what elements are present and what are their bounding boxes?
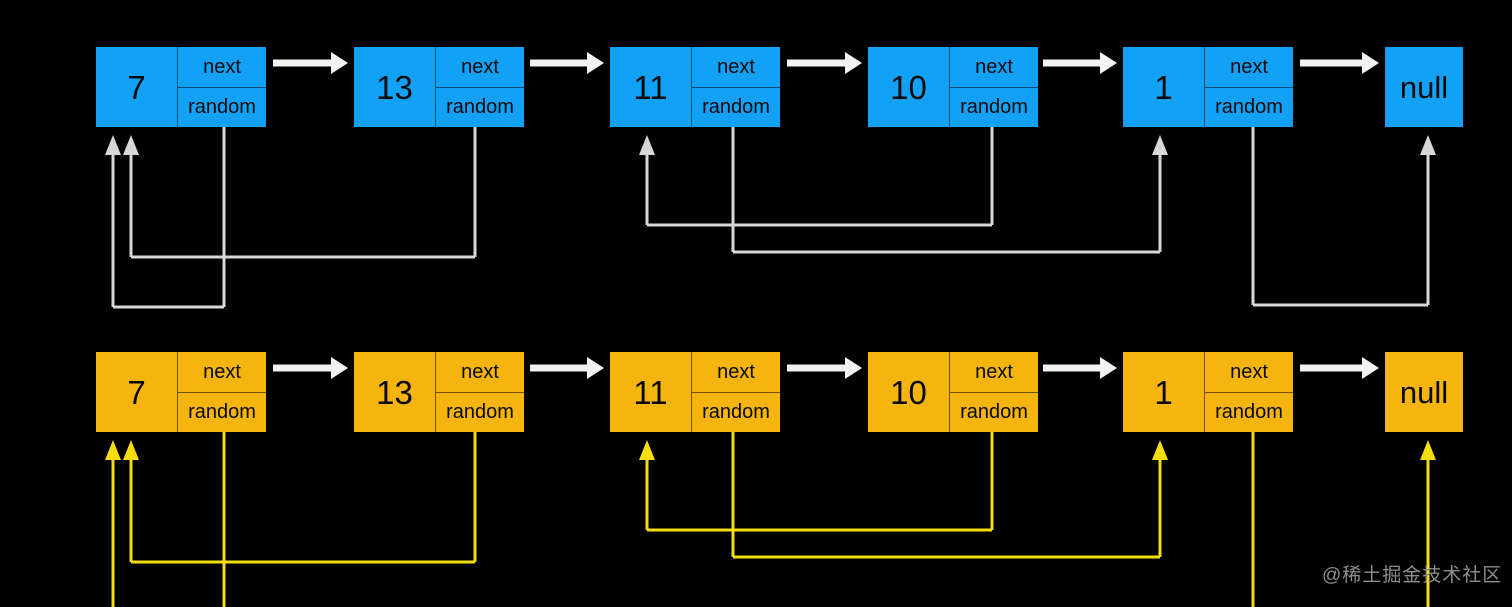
node-pointer-fields: next random bbox=[435, 352, 524, 432]
next-arrow bbox=[787, 52, 862, 74]
node-next-label: next bbox=[950, 352, 1038, 393]
node-value: 13 bbox=[376, 68, 413, 106]
node-next-label: next bbox=[436, 47, 524, 88]
node-pointer-fields: next random bbox=[691, 352, 780, 432]
node-next-label: next bbox=[1205, 47, 1293, 88]
node-next-label: next bbox=[178, 352, 266, 393]
random-arrow-head bbox=[1420, 440, 1436, 460]
node-random-label: random bbox=[188, 96, 256, 119]
node-pointer-fields: next random bbox=[435, 47, 524, 127]
node-next-label: next bbox=[178, 47, 266, 88]
node-random-label: random bbox=[960, 401, 1028, 424]
random-arrow-head bbox=[123, 440, 139, 460]
next-arrow-head bbox=[1362, 357, 1379, 379]
next-arrow bbox=[1300, 357, 1379, 379]
node-value: 11 bbox=[633, 68, 668, 106]
random-arrow-head bbox=[1152, 135, 1168, 155]
next-arrow bbox=[530, 357, 604, 379]
random-arrow bbox=[639, 127, 994, 227]
node-pointer-fields: next random bbox=[691, 47, 780, 127]
next-arrow-head bbox=[845, 357, 862, 379]
node-next-label: next bbox=[692, 47, 780, 88]
random-arrow-head bbox=[105, 440, 121, 460]
next-arrow-head bbox=[1100, 357, 1117, 379]
random-arrow bbox=[1251, 127, 1436, 307]
node-value: 7 bbox=[127, 68, 146, 106]
node-random-label: random bbox=[446, 96, 514, 119]
random-arrow-head bbox=[639, 440, 655, 460]
node-random-label: random bbox=[702, 96, 770, 119]
node-value: 13 bbox=[376, 373, 413, 411]
random-arrow bbox=[639, 432, 994, 532]
random-arrow bbox=[1251, 432, 1436, 607]
next-arrow-head bbox=[587, 357, 604, 379]
next-arrow-head bbox=[587, 52, 604, 74]
node-pointer-fields: next random bbox=[177, 47, 266, 127]
list-node: 10 next random bbox=[868, 352, 1038, 432]
node-pointer-fields: next random bbox=[949, 352, 1038, 432]
next-arrow-head bbox=[331, 52, 348, 74]
node-value: 1 bbox=[1154, 373, 1173, 411]
next-arrow bbox=[1300, 52, 1379, 74]
next-arrow-head bbox=[845, 52, 862, 74]
random-arrow-head bbox=[105, 135, 121, 155]
node-pointer-fields: next random bbox=[177, 352, 266, 432]
next-arrow-head bbox=[331, 357, 348, 379]
list-node: 11 next random bbox=[610, 47, 780, 127]
node-random-label: random bbox=[1215, 401, 1283, 424]
random-arrow-head bbox=[639, 135, 655, 155]
node-random-label: random bbox=[960, 96, 1028, 119]
node-random-label: random bbox=[188, 401, 256, 424]
random-arrow bbox=[123, 432, 477, 564]
next-arrow-head bbox=[1362, 52, 1379, 74]
random-arrow-head bbox=[123, 135, 139, 155]
list-node: 10 next random bbox=[868, 47, 1038, 127]
next-arrow bbox=[1043, 357, 1117, 379]
null-terminator: null bbox=[1385, 352, 1463, 432]
random-arrow-head bbox=[1420, 135, 1436, 155]
next-arrow bbox=[530, 52, 604, 74]
node-pointer-fields: next random bbox=[949, 47, 1038, 127]
list-node: 7 next random bbox=[96, 352, 266, 432]
list-node: 1 next random bbox=[1123, 47, 1293, 127]
node-next-label: next bbox=[436, 352, 524, 393]
random-arrow bbox=[105, 127, 226, 309]
list-node: 13 next random bbox=[354, 47, 524, 127]
node-random-label: random bbox=[1215, 96, 1283, 119]
next-arrow bbox=[273, 357, 348, 379]
random-arrow bbox=[731, 432, 1168, 559]
random-arrow bbox=[731, 127, 1168, 254]
list-node: 1 next random bbox=[1123, 352, 1293, 432]
next-arrow-head bbox=[1100, 52, 1117, 74]
node-value: 11 bbox=[633, 373, 668, 411]
list-node: 13 next random bbox=[354, 352, 524, 432]
next-arrow bbox=[787, 357, 862, 379]
random-arrow bbox=[123, 127, 477, 259]
node-random-label: random bbox=[446, 401, 514, 424]
next-arrow bbox=[1043, 52, 1117, 74]
node-next-label: next bbox=[692, 352, 780, 393]
next-arrow bbox=[273, 52, 348, 74]
node-next-label: next bbox=[950, 47, 1038, 88]
node-value: 1 bbox=[1154, 68, 1173, 106]
random-arrow bbox=[105, 432, 226, 607]
random-arrow-head bbox=[1152, 440, 1168, 460]
node-value: 10 bbox=[890, 373, 927, 411]
null-terminator: null bbox=[1385, 47, 1463, 127]
watermark-label: @稀土掘金技术社区 bbox=[1322, 565, 1503, 586]
node-pointer-fields: next random bbox=[1204, 47, 1293, 127]
node-value: 7 bbox=[127, 373, 146, 411]
list-node: 11 next random bbox=[610, 352, 780, 432]
node-next-label: next bbox=[1205, 352, 1293, 393]
list-node: 7 next random bbox=[96, 47, 266, 127]
node-random-label: random bbox=[702, 401, 770, 424]
node-value: 10 bbox=[890, 68, 927, 106]
node-pointer-fields: next random bbox=[1204, 352, 1293, 432]
